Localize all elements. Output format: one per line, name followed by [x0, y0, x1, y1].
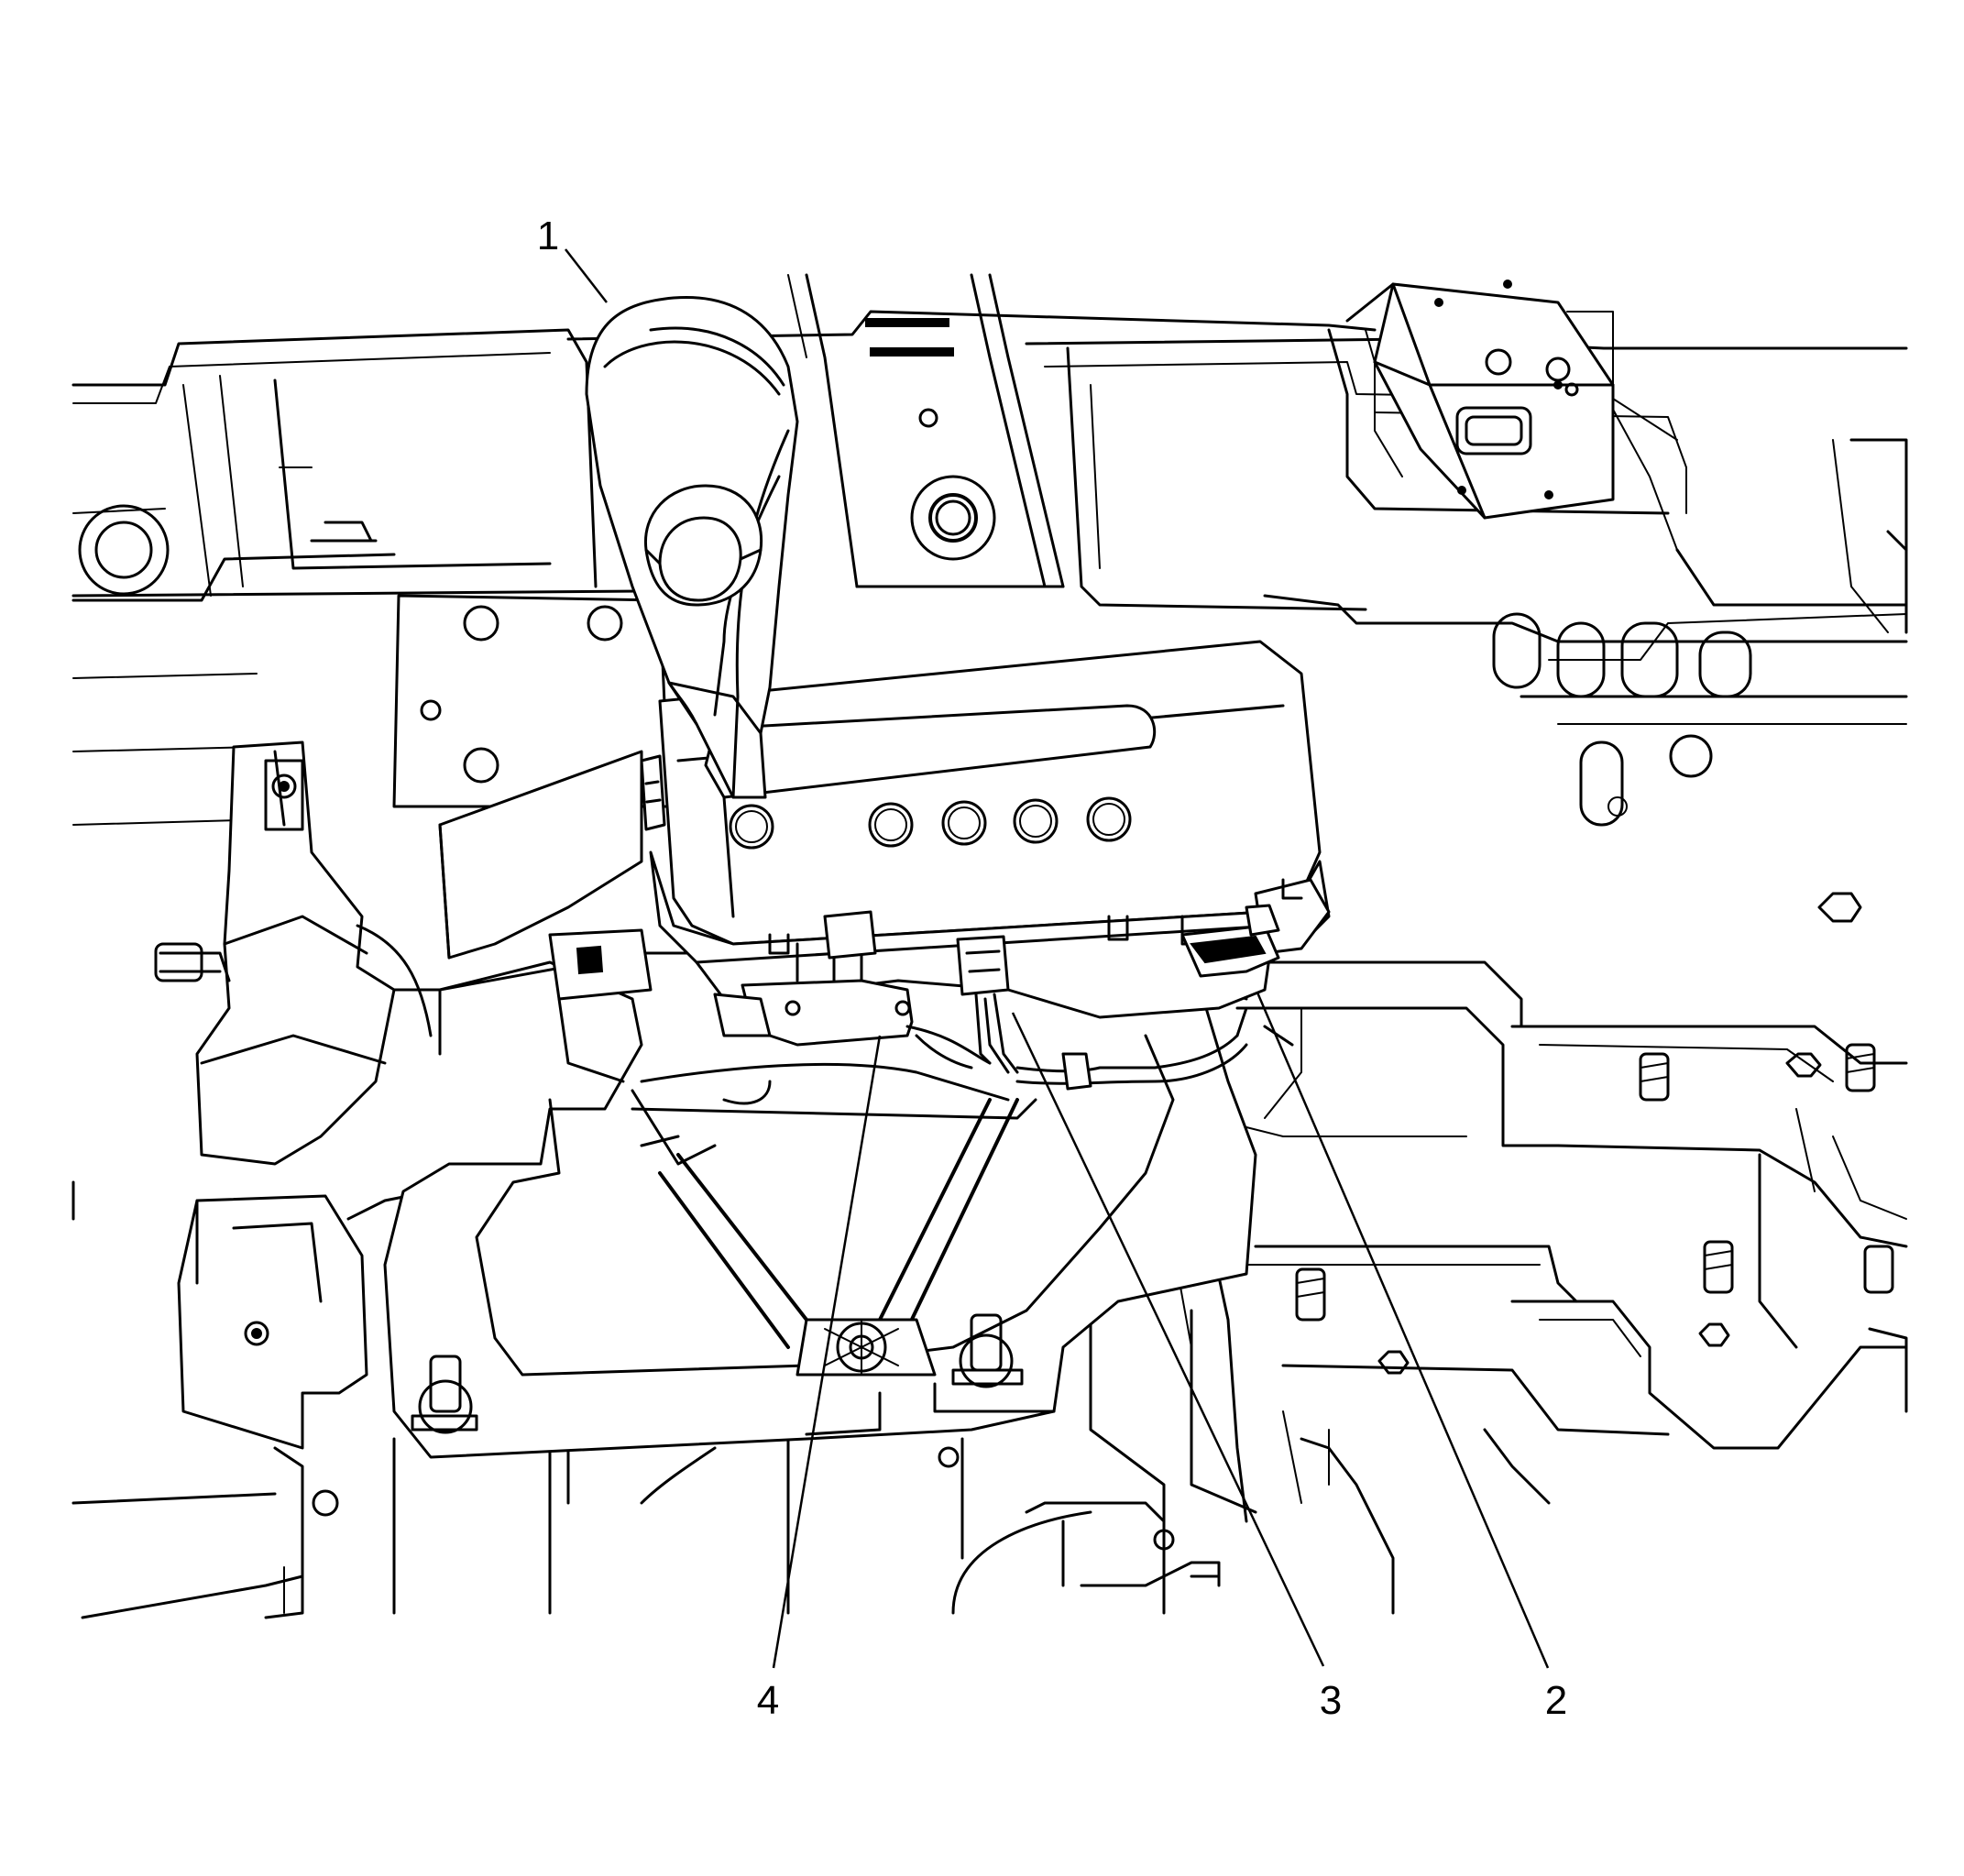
cross-beam [787, 273, 1065, 588]
leader-4 [772, 1035, 882, 1669]
stud-lower-left [411, 1355, 478, 1434]
shifter-base-tray [383, 924, 1257, 1459]
callout-1: 1 [536, 214, 560, 258]
callout-4: 4 [756, 1678, 780, 1723]
stud-right-3 [1703, 1240, 1734, 1294]
shift-lever-knob [585, 295, 799, 799]
mounting-bracket [1345, 280, 1615, 520]
leader-lines [565, 248, 1550, 1669]
stud-right-4 [1295, 1267, 1326, 1322]
stud-right-1 [1639, 1052, 1670, 1102]
wiring-harness [548, 904, 1280, 1091]
leader-3 [1011, 1012, 1325, 1667]
stud-right-5 [1863, 1245, 1894, 1294]
callout-2: 2 [1544, 1678, 1568, 1723]
leader-2 [1256, 992, 1550, 1669]
stud-right-2 [1845, 1043, 1876, 1092]
callout-3: 3 [1319, 1678, 1343, 1723]
stud-lower-center [951, 1313, 1024, 1388]
leader-1 [565, 248, 608, 303]
